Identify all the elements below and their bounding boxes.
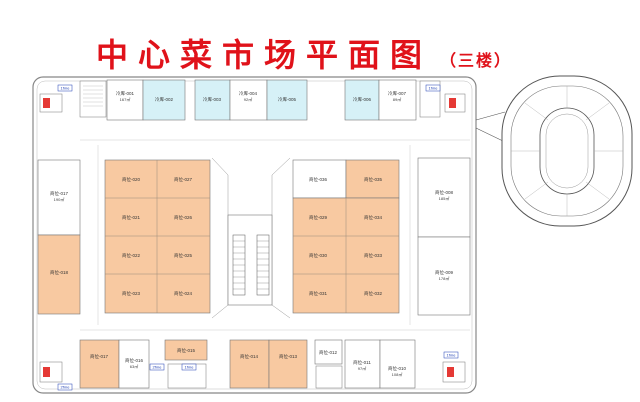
top-label: 冷库-003: [203, 96, 222, 103]
cold-room-003[interactable]: [194, 79, 231, 121]
stall-015[interactable]: [164, 339, 208, 361]
plan-title: 中心菜市场平面图 （三楼）: [96, 30, 516, 74]
red-marker: [447, 367, 454, 377]
atrium: [211, 157, 291, 319]
stall-018[interactable]: [37, 234, 81, 315]
stall-label: 商位-030: [309, 252, 328, 259]
stall-label: 商位-029: [309, 214, 328, 221]
top-label: 冷库-002: [155, 96, 174, 103]
stall-010[interactable]: [379, 339, 416, 389]
oval-core: [545, 113, 589, 189]
stall-label: 商位-036: [309, 176, 328, 183]
top-area: 92㎡: [244, 96, 252, 102]
cold-room-004[interactable]: [229, 79, 268, 121]
top-label: 冷库-005: [278, 96, 297, 103]
left-block: 商位-020 商位-027 商位-021 商位-026 商位-022 商位-02…: [104, 159, 211, 314]
stall-label: 商位-020: [122, 176, 141, 183]
stair-tag: [57, 383, 73, 391]
stall-label: 商位-035: [364, 176, 383, 183]
stall-014[interactable]: [229, 339, 270, 389]
stall-label: 商位-023: [122, 290, 141, 297]
stall-label: 商位-015: [177, 347, 196, 354]
big-stalls: 商位-017 190㎡ 商位-018 商位-008 185㎡ 商位-009 17…: [37, 157, 471, 316]
stair-tag-text: 2fme: [61, 385, 71, 390]
big-stall-label: 商位-008: [435, 189, 454, 196]
stair-tag: [425, 84, 441, 92]
stair-top-left: [79, 80, 107, 118]
stall-013[interactable]: [268, 339, 308, 389]
stall-label: 商位-031: [309, 290, 328, 297]
stall-017[interactable]: [37, 159, 81, 236]
oval-inner: [539, 107, 595, 195]
top-label: 冷库-004: [239, 90, 258, 97]
stair-tag: [57, 84, 73, 92]
cold-room-007[interactable]: [378, 79, 417, 121]
stair-tag-text: 2fme: [153, 365, 163, 370]
bottom-row: 商位-017 商位-016 63㎡ 商位-015 商位-014 商位-013 商…: [79, 339, 416, 389]
stall-009[interactable]: [417, 236, 471, 316]
big-stall-label: 商位-017: [50, 190, 69, 197]
big-stall-area: 178㎡: [439, 275, 450, 281]
cold-room-005[interactable]: [266, 79, 308, 121]
corridor-lines: [80, 139, 470, 331]
stall-area: 97㎡: [358, 365, 366, 371]
stall-label: 商位-034: [364, 214, 383, 221]
stall-012[interactable]: [314, 339, 343, 365]
top-label: 冷库-001: [116, 90, 135, 97]
stall-label: 商位-033: [364, 252, 383, 259]
stair-tag: [181, 363, 197, 371]
stall-label: 商位-010: [388, 365, 407, 372]
top-area: 89㎡: [393, 96, 401, 102]
stair-tag-text: 1fme: [61, 86, 71, 91]
stall-label: 商位-012: [319, 349, 338, 356]
bridge-lines: [475, 111, 506, 143]
stall-area: 63㎡: [130, 363, 138, 369]
stair-bottom-mid: [315, 365, 343, 389]
plan-title-main: 中心菜市场平面图: [96, 36, 433, 74]
cold-room-002[interactable]: [142, 79, 186, 121]
big-stall-label: 商位-009: [435, 269, 454, 276]
cold-room-006[interactable]: [344, 79, 380, 121]
stall-label: 商位-027: [174, 176, 193, 183]
stall-label: 商位-017: [90, 353, 109, 360]
stair-tag-text: 1fme: [447, 353, 457, 358]
stall-area: 108㎡: [392, 371, 403, 377]
top-area: 167㎡: [120, 96, 131, 102]
big-stall-label: 商位-018: [50, 269, 69, 276]
stall-label: 商位-024: [174, 290, 193, 297]
cold-room-001[interactable]: [106, 79, 144, 121]
red-marker: [43, 367, 50, 377]
top-label: 冷库-007: [388, 90, 407, 97]
stair-tag-text: 1fme: [185, 365, 195, 370]
stair-tag: [149, 363, 165, 371]
stall-label: 商位-022: [122, 252, 141, 259]
right-block: 商位-036 商位-035 商位-029 商位-034 商位-030 商位-03…: [292, 159, 400, 314]
stall-label: 商位-026: [174, 214, 193, 221]
oval-rotunda: [501, 75, 633, 227]
stall-label: 商位-032: [364, 290, 383, 297]
stall-label: 商位-011: [353, 359, 371, 366]
big-stall-area: 190㎡: [54, 196, 65, 202]
stall-label: 商位-025: [174, 252, 193, 259]
corner-cores: [39, 93, 466, 383]
stall-label: 商位-014: [240, 353, 259, 360]
stair-tag: [443, 351, 459, 359]
top-row: 冷库-001 167㎡ 冷库-002 冷库-003 冷库-004 92㎡ 冷库-…: [79, 79, 441, 121]
stair-tags: 1fme 1fme 2fme 1fme 2fme 1fme: [57, 84, 459, 391]
stall-label: 商位-013: [279, 353, 298, 360]
big-stall-area: 185㎡: [439, 195, 450, 201]
stall-008[interactable]: [417, 157, 471, 238]
outer-wall: [32, 76, 477, 394]
top-label: 冷库-006: [353, 96, 372, 103]
red-marker: [449, 98, 456, 108]
stall-label: 商位-016: [125, 357, 144, 364]
stall-017b[interactable]: [79, 339, 120, 389]
stall-016[interactable]: [118, 339, 150, 389]
stair-tag-text: 1fme: [429, 86, 439, 91]
stall-label: 商位-021: [122, 214, 141, 221]
red-marker: [43, 98, 50, 108]
stall-011[interactable]: [344, 339, 381, 389]
plan-title-floor: （三楼）: [440, 51, 513, 70]
